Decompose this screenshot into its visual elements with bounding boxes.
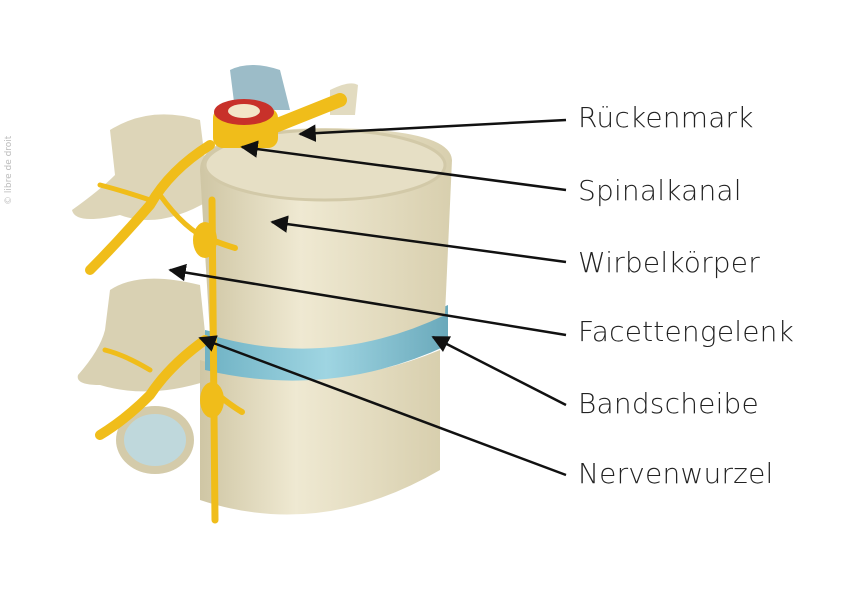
label-arrows (168, 118, 567, 477)
label-nervenwurzel: Nervenwurzel (578, 457, 774, 490)
arrow-wirbelkoerper (270, 215, 567, 264)
lower-vertebral-body (200, 350, 440, 515)
label-bandscheibe: Bandscheibe (578, 387, 759, 420)
arrow-rueckenmark (298, 118, 567, 142)
upper-vertebral-body (200, 128, 452, 349)
copyright-watermark: © libre de droit (4, 135, 14, 205)
spinal-cord (213, 99, 278, 148)
vertebral-processes (72, 65, 358, 474)
label-facettengelenk: Facettengelenk (578, 315, 795, 348)
label-wirbelkoerper: Wirbelkörper (578, 246, 760, 279)
label-rueckenmark: Rückenmark (578, 101, 754, 134)
arrow-bandscheibe (431, 335, 567, 407)
arrow-facettengelenk (168, 263, 567, 337)
arrow-spinalkanal (240, 140, 567, 192)
arrow-nervenwurzel (198, 335, 567, 477)
label-spinalkanal: Spinalkanal (578, 174, 742, 207)
